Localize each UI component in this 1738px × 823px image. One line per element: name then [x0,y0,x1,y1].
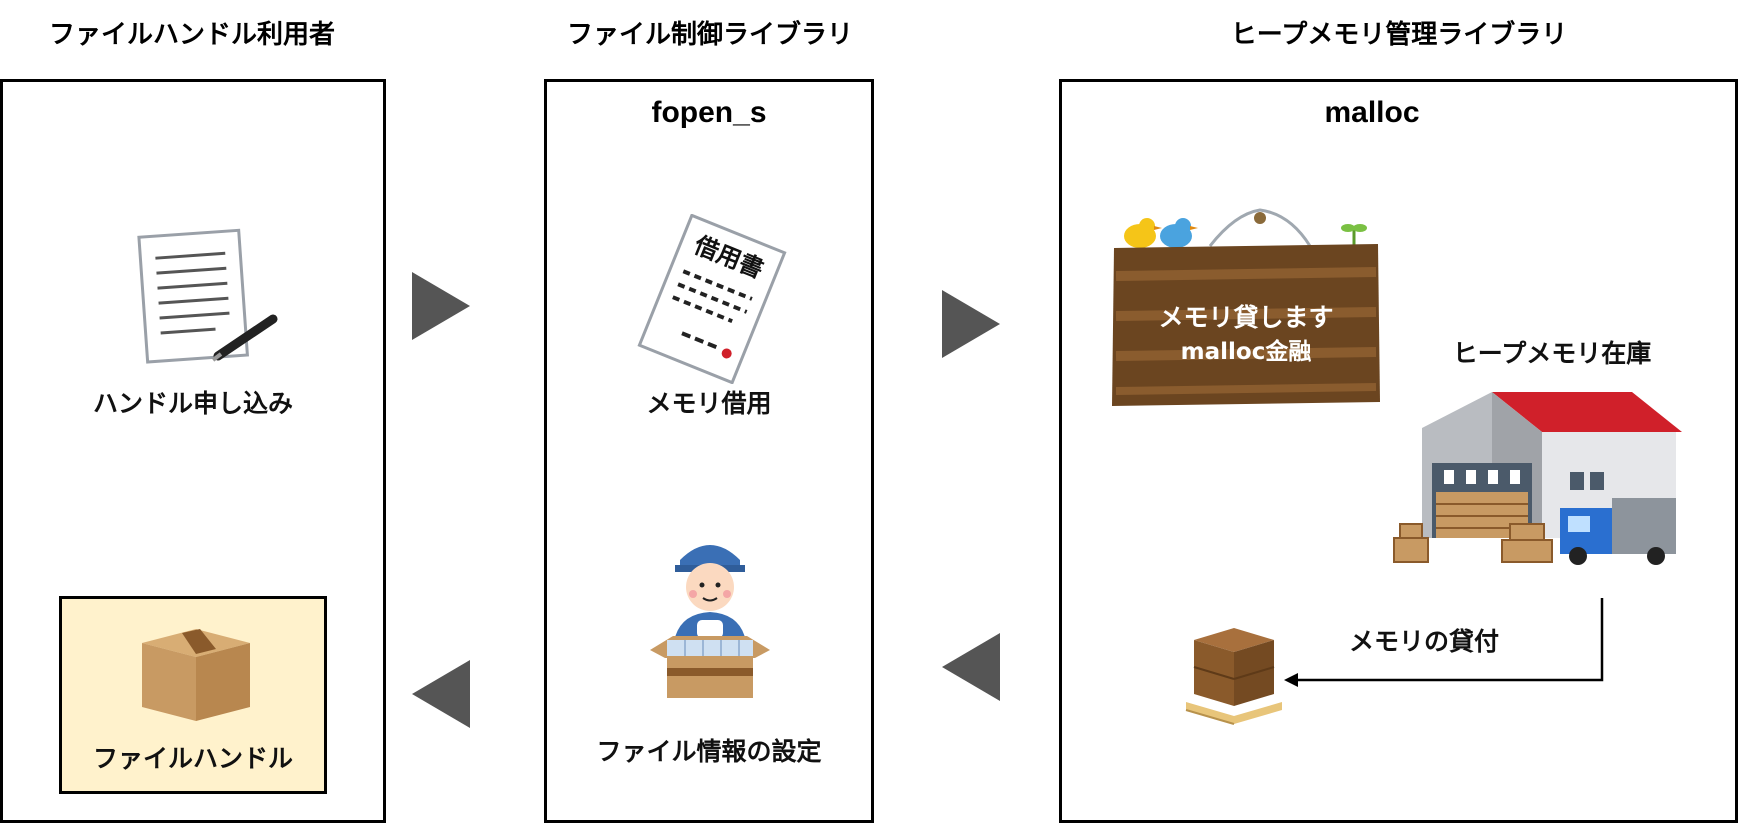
heap-stock-label: ヒープメモリ在庫 [1452,339,1652,368]
arrow-right-lib-to-heap [942,290,1000,358]
memory-lend-label: メモリの貸付 [1348,627,1499,656]
loan-document-icon: 借用書 [637,214,787,384]
file-handle-label: ファイルハンドル [92,744,293,773]
form-with-pen-icon [137,228,278,364]
file-lib-column-title: ファイル制御ライブラリ [566,20,853,50]
file-handle-box: ファイルハンドル [59,596,327,794]
user-column-title: ファイルハンドル利用者 [48,20,335,50]
warehouse-icon [1393,392,1682,565]
malloc-label: malloc [1324,96,1420,129]
arrow-right-user-to-lib [412,272,470,340]
worker-packing-icon [650,545,770,698]
file-info-setup-label: ファイル情報の設定 [596,737,822,766]
sign-line1: メモリ貸します [1158,303,1334,332]
handle-request-label: ハンドル申し込み [92,389,293,418]
sign-line2: malloc金融 [1180,339,1312,365]
lend-arrow [1284,598,1604,687]
hanging-sign-icon [1112,208,1380,406]
fopen-s-label: fopen_s [651,96,767,129]
arrow-left-heap-to-lib [942,633,1000,701]
memory-borrow-label: メモリ借用 [646,389,772,418]
pallet-boxes-icon [1185,628,1282,725]
user-panel: ハンドル申し込み ファイルハンドル [0,79,386,823]
arrow-left-lib-to-user [412,660,470,728]
heap-lib-panel: malloc メモリ貸します malloc金融 ヒープメモリ在庫 [1059,79,1738,823]
heap-lib-column-title: ヒープメモリ管理ライブラリ [1230,20,1568,50]
file-lib-panel: fopen_s 借用書 メモリ借用 ファイル情報の設定 [544,79,874,823]
hanging-sign: メモリ貸します malloc金融 [1110,206,1382,411]
cardboard-box-icon [142,629,250,721]
